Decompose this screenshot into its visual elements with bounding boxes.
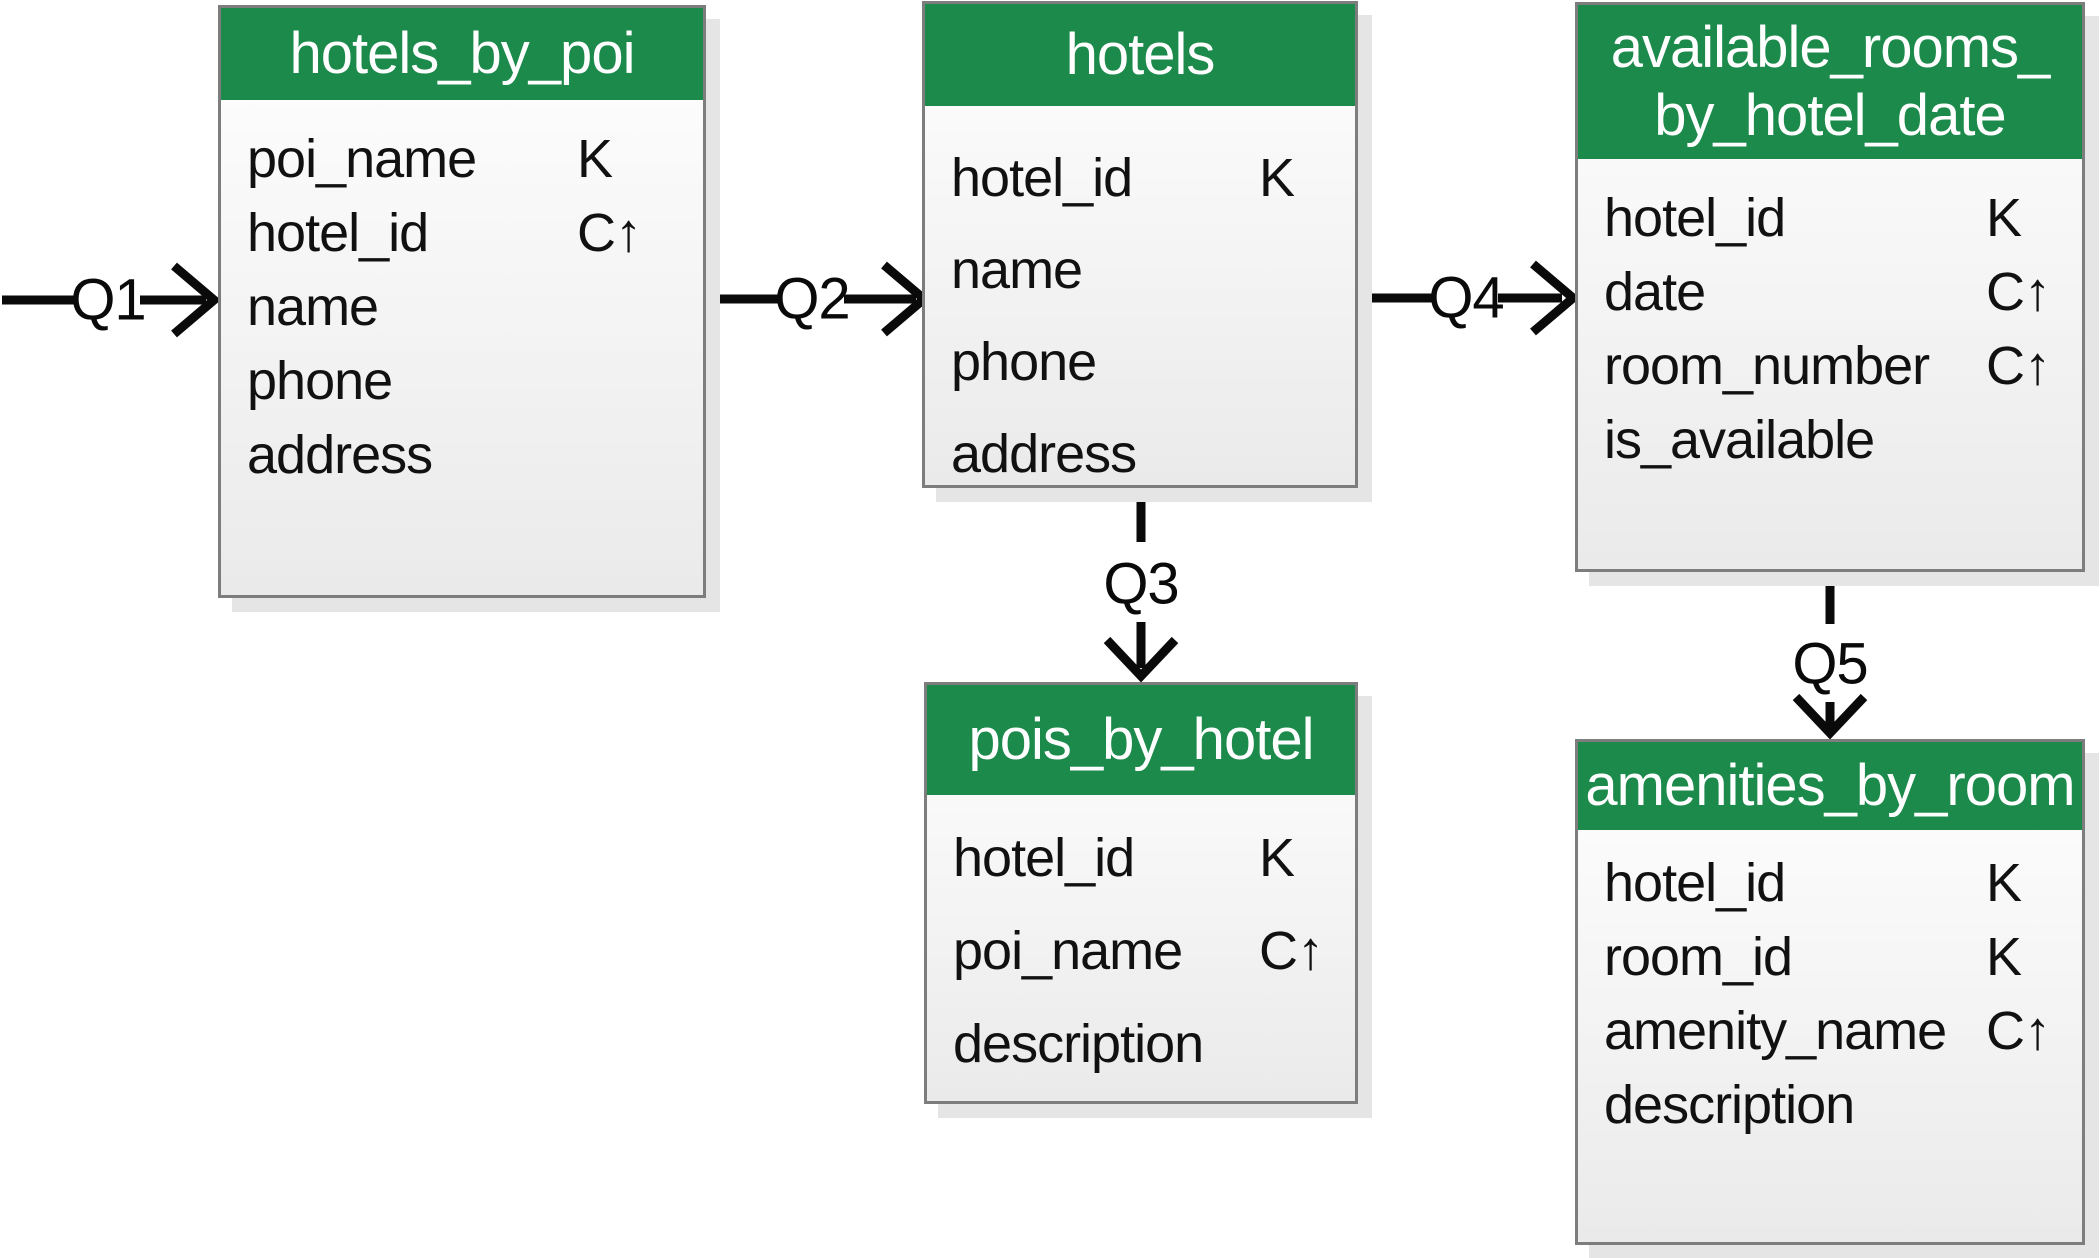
field-name: address <box>951 424 1137 484</box>
field-row: is_available <box>1604 403 2082 477</box>
table-header: hotels <box>925 4 1355 106</box>
field-key: C↑ <box>1259 920 1324 981</box>
field-row: name <box>951 224 1355 316</box>
table-pois-by-hotel: pois_by_hotel hotel_id K poi_name C↑ des… <box>924 682 1358 1104</box>
q5-arrowhead-icon <box>1792 693 1868 740</box>
field-row: hotel_id K <box>1604 181 2082 255</box>
field-row: name <box>247 270 673 344</box>
field-row: hotel_id K <box>1604 846 2082 920</box>
q4-arrowhead-icon <box>1530 260 1580 336</box>
field-row: hotel_id K <box>951 132 1355 224</box>
field-key: C↑ <box>1986 1001 2051 1061</box>
field-name: hotel_id <box>247 203 429 263</box>
field-key: K <box>1986 853 2022 913</box>
field-row: room_number C↑ <box>1604 329 2082 403</box>
field-row: description <box>953 997 1355 1090</box>
field-key: K <box>1986 188 2022 248</box>
field-name: phone <box>951 332 1097 392</box>
field-key: K <box>1986 927 2022 987</box>
q2-arrowhead-icon <box>881 261 931 337</box>
q4-label: Q4 <box>1428 266 1503 331</box>
field-row: room_id K <box>1604 920 2082 994</box>
field-row: hotel_id K <box>953 811 1355 904</box>
field-key: K <box>1259 827 1295 888</box>
table-header: hotels_by_poi <box>221 8 703 100</box>
field-row: phone <box>247 344 673 418</box>
q1-arrowhead-icon <box>171 262 221 338</box>
table-fields: hotel_id K room_id K amenity_name C↑ des… <box>1578 830 2082 1242</box>
field-row: phone <box>951 316 1355 408</box>
table-hotels: hotels hotel_id K name phone address <box>922 1 1358 488</box>
field-name: description <box>953 1013 1204 1074</box>
field-name: poi_name <box>953 920 1183 981</box>
q2-label: Q2 <box>774 267 849 332</box>
q1-label: Q1 <box>70 268 145 333</box>
field-key: K <box>577 129 613 189</box>
field-name: hotel_id <box>951 148 1133 208</box>
table-amenities-by-room: amenities_by_room hotel_id K room_id K a… <box>1575 739 2085 1245</box>
q5-label: Q5 <box>1792 632 1867 697</box>
field-name: room_number <box>1604 336 1930 396</box>
field-name: description <box>1604 1075 1855 1135</box>
table-header: amenities_by_room <box>1578 742 2082 830</box>
field-name: hotel_id <box>953 827 1135 888</box>
table-fields: poi_name K hotel_id C↑ name phone addres… <box>221 100 703 595</box>
field-name: hotel_id <box>1604 853 1786 913</box>
table-header: pois_by_hotel <box>927 685 1355 795</box>
field-row: address <box>247 418 673 492</box>
field-row: description <box>1604 1068 2082 1142</box>
field-name: amenity_name <box>1604 1001 1947 1061</box>
field-key: K <box>1259 148 1295 208</box>
field-row: poi_name K <box>247 122 673 196</box>
field-row: address <box>951 408 1355 500</box>
field-name: phone <box>247 351 393 411</box>
field-key: C↑ <box>1986 262 2051 322</box>
field-name: name <box>951 240 1083 300</box>
table-available-rooms-by-hotel-date: available_rooms_ by_hotel_date hotel_id … <box>1575 2 2085 572</box>
q3-arrowhead-icon <box>1103 636 1179 683</box>
table-header: available_rooms_ by_hotel_date <box>1578 5 2082 159</box>
table-hotels-by-poi: hotels_by_poi poi_name K hotel_id C↑ nam… <box>218 5 706 598</box>
field-name: hotel_id <box>1604 188 1786 248</box>
field-name: name <box>247 277 379 337</box>
q3-label: Q3 <box>1103 552 1178 617</box>
field-key: C↑ <box>577 203 642 263</box>
field-name: room_id <box>1604 927 1793 987</box>
field-row: hotel_id C↑ <box>247 196 673 270</box>
table-fields: hotel_id K name phone address <box>925 106 1355 500</box>
table-fields: hotel_id K poi_name C↑ description <box>927 795 1355 1101</box>
table-fields: hotel_id K date C↑ room_number C↑ is_ava… <box>1578 159 2082 569</box>
field-name: poi_name <box>247 129 477 189</box>
field-name: is_available <box>1604 410 1875 470</box>
field-row: amenity_name C↑ <box>1604 994 2082 1068</box>
field-name: address <box>247 425 433 485</box>
field-name: date <box>1604 262 1706 322</box>
field-key: C↑ <box>1986 336 2051 396</box>
field-row: poi_name C↑ <box>953 904 1355 997</box>
field-row: date C↑ <box>1604 255 2082 329</box>
